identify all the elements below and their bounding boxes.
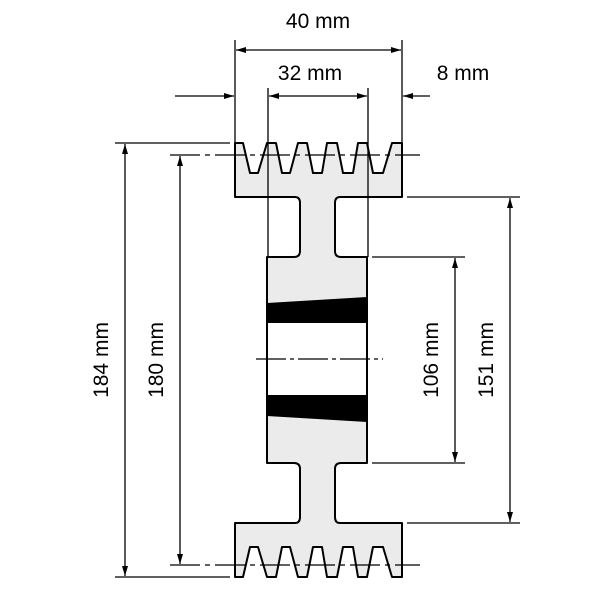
dim-hub-width: 32 mm — [278, 62, 342, 85]
dim-rim-inner-diameter: 151 mm — [475, 322, 498, 398]
dim-offset: 8 mm — [437, 62, 490, 85]
dim-outer-diameter: 184 mm — [90, 322, 113, 398]
dim-pitch-diameter: 180 mm — [145, 322, 168, 398]
dimension-lines — [122, 47, 513, 576]
centerlines — [170, 154, 420, 566]
dim-overall-width: 40 mm — [286, 10, 350, 33]
bushing-lower — [267, 395, 367, 422]
dim-hub-diameter: 106 mm — [420, 322, 443, 398]
extension-lines — [115, 40, 520, 578]
bushing-upper — [267, 297, 367, 323]
